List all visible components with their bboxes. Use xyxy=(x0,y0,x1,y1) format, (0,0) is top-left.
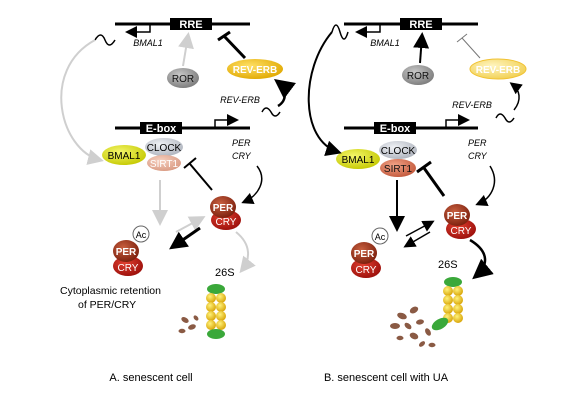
bmal1-protein-a xyxy=(102,145,146,165)
bmal1-translation-arrow-a xyxy=(60,39,104,165)
per-label-b: PER xyxy=(447,211,468,222)
bmal1-gene-label-a: BMAL1 xyxy=(133,38,163,48)
ebox-box-a xyxy=(140,122,182,134)
acetylation-arrow-b xyxy=(405,220,435,237)
rre-box-b xyxy=(400,18,442,30)
proteasome-label-b: 26S xyxy=(438,259,458,271)
sirt1-protein-a xyxy=(147,155,181,171)
retention-arrow-a xyxy=(169,226,201,250)
proteasome-label-a: 26S xyxy=(215,267,235,279)
proteasome-a xyxy=(206,284,226,339)
peptide-fragments-a xyxy=(178,315,199,334)
clock-protein-a xyxy=(145,138,183,156)
per-cry-inhibition-b xyxy=(422,167,446,197)
rev-erb-translation-arrow-a xyxy=(274,78,296,108)
sirt1-label-a: SIRT1 xyxy=(150,159,179,170)
per-cry-inhibition-a xyxy=(189,163,213,191)
rre-box-a xyxy=(170,18,212,30)
bmal1-label-b: BMAL1 xyxy=(342,155,375,166)
panel-a: RRE BMAL1 ROR REV-ERB REV-ERB E-box PER … xyxy=(60,18,296,384)
ror-label-a: ROR xyxy=(172,74,194,85)
cry-protein-ac-b xyxy=(351,258,381,278)
panel-b: RRE BMAL1 ROR REV-ERB REV-ERB E-box PER … xyxy=(307,18,527,384)
bmal1-translation-arrow-b xyxy=(307,31,342,156)
rev-erb-gene-label-b: REV-ERB xyxy=(452,100,492,110)
cry-gene-label-a: CRY xyxy=(232,151,252,161)
per-ac-label-b: PER xyxy=(354,249,375,260)
cry-label-a: CRY xyxy=(216,217,237,228)
clock-label-b: CLOCK xyxy=(381,146,416,157)
bmal1-label-a: BMAL1 xyxy=(108,151,141,162)
per-gene-label-b: PER xyxy=(468,138,487,148)
bmal1-gene-label-b: BMAL1 xyxy=(370,38,400,48)
per-cry-inhibition-bar-a xyxy=(183,157,197,169)
ac-label-b: Ac xyxy=(375,232,386,242)
ac-label-a: Ac xyxy=(136,230,147,240)
cry-ac-label-a: CRY xyxy=(118,263,139,274)
ebox-box-b xyxy=(374,122,416,134)
cry-gene-label-b: CRY xyxy=(468,151,488,161)
caption-a: A. senescent cell xyxy=(109,372,192,384)
ror-protein-b xyxy=(402,65,434,85)
rre-label-b: RRE xyxy=(409,19,432,31)
rre-label-a: RRE xyxy=(179,19,202,31)
rev-erb-gene-label-a: REV-ERB xyxy=(220,95,260,105)
cry-ac-label-b: CRY xyxy=(356,265,377,276)
cry-label-b: CRY xyxy=(451,226,472,237)
ror-activation-arrow-b xyxy=(413,32,430,64)
degradation-arrow-a xyxy=(235,231,256,274)
rev-erb-inhibition-bar-b xyxy=(456,33,468,43)
rev-erb-protein-label-b: REV-ERB xyxy=(476,65,520,76)
per-label-a: PER xyxy=(213,203,234,214)
rev-erb-inhibition-bar-a xyxy=(217,30,231,42)
bmal1-mrna-a xyxy=(94,34,116,46)
retention-text-line1-a: Cytoplasmic retention xyxy=(60,285,161,297)
per-cry-inhibition-bar-b xyxy=(416,160,432,174)
rev-erb-translation-arrow-b xyxy=(509,82,523,111)
caption-b: B. senescent cell with UA xyxy=(324,372,449,384)
per-gene-label-a: PER xyxy=(232,138,251,148)
rev-erb-protein-b xyxy=(469,58,527,80)
peptide-fragments-b xyxy=(390,306,436,348)
rev-erb-mrna-a xyxy=(261,107,281,117)
per-cry-promoter-arrow-a xyxy=(214,114,239,128)
per-protein-a xyxy=(210,196,236,218)
rev-erb-protein-a xyxy=(227,59,283,79)
per-ac-label-a: PER xyxy=(116,247,137,258)
acetyl-group-a xyxy=(132,225,150,243)
sirt1-label-b: SIRT1 xyxy=(384,164,413,175)
per-cry-translation-arrow-a xyxy=(241,165,263,204)
ror-activation-arrow-a xyxy=(178,32,194,67)
proteasome-b xyxy=(431,277,463,331)
retention-text-line2-a: of PER/CRY xyxy=(78,299,136,311)
bmal1-protein-b xyxy=(336,149,380,169)
rev-erb-mrna-b xyxy=(495,113,515,123)
rev-erb-inhibition-a xyxy=(222,34,247,60)
per-protein-b xyxy=(444,204,470,226)
rev-erb-protein-label-a: REV-ERB xyxy=(233,65,277,76)
clock-label-a: CLOCK xyxy=(147,143,182,154)
ebox-label-a: E-box xyxy=(146,123,177,135)
bmal1-promoter-arrow-b xyxy=(355,24,381,38)
acetylation-arrow-a xyxy=(175,216,206,233)
retention-arrow-b xyxy=(403,231,431,248)
clock-protein-b xyxy=(379,141,417,159)
ebox-label-b: E-box xyxy=(380,123,411,135)
per-cry-translation-arrow-b xyxy=(475,165,496,206)
degradation-arrow-b xyxy=(469,238,494,280)
ror-label-b: ROR xyxy=(407,71,429,82)
bmal1-mrna-b xyxy=(331,24,349,40)
per-protein-ac-b xyxy=(351,242,377,264)
ror-protein-a xyxy=(167,68,199,88)
per-cry-promoter-arrow-b xyxy=(445,114,470,128)
acetyl-group-b xyxy=(371,227,389,245)
cry-protein-ac-a xyxy=(113,256,143,276)
per-protein-ac-a xyxy=(113,240,139,262)
bmal1-promoter-arrow-a xyxy=(125,24,151,38)
sirt1-protein-b xyxy=(380,159,416,177)
rev-erb-inhibition-b xyxy=(461,37,481,59)
